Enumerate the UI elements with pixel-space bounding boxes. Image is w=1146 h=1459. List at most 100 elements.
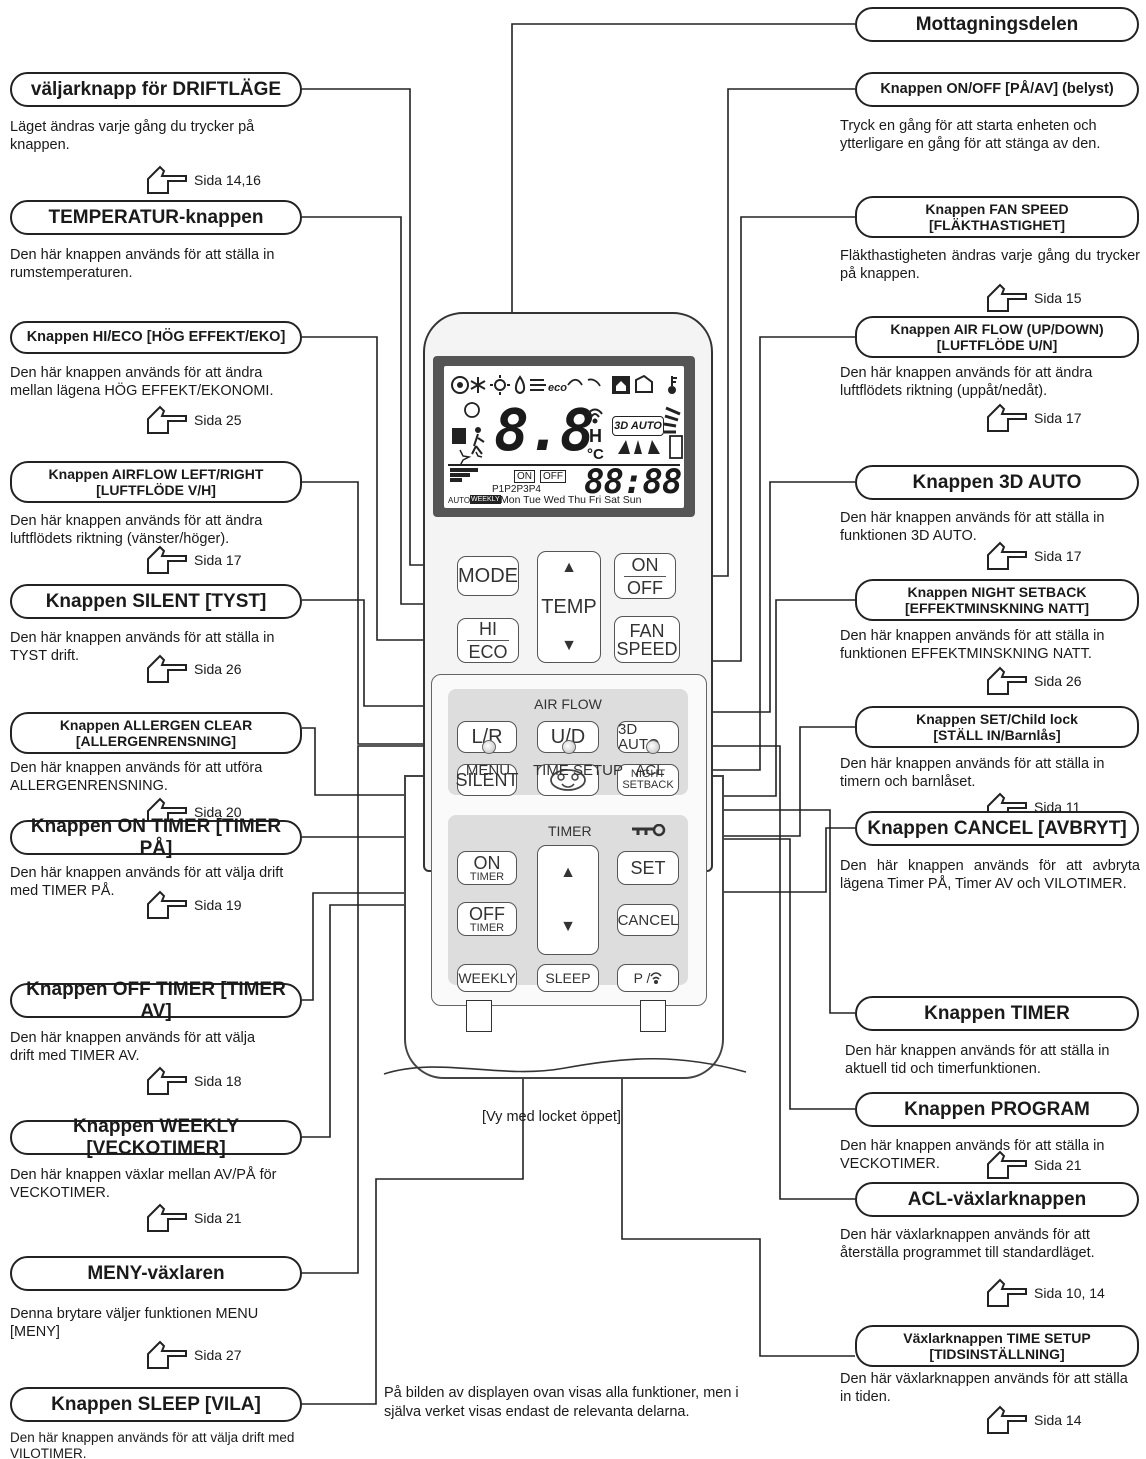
lcd-3dauto: 3D AUTO	[612, 416, 664, 436]
callout-silent-desc: Den här knappen används för att ställa i…	[10, 630, 275, 665]
callout-acl-ref: Sida 10, 14	[986, 1278, 1105, 1308]
callout-driftlage-title: väljarknapp för DRIFTLÄGE	[10, 72, 302, 107]
callout-sleep-desc: Den här knappen används för att välja dr…	[10, 1430, 295, 1459]
callout-fanspeed-ref: Sida 15	[986, 283, 1081, 313]
lcd-mode-icons: eco	[451, 374, 677, 395]
callout-timesetup-ref: Sida 14	[986, 1405, 1081, 1435]
callout-meny-title: MENY-växlaren	[10, 1256, 302, 1291]
set-button[interactable]: SET	[617, 851, 679, 885]
callout-weekly-desc: Den här knappen växlar mellan AV/PÅ för …	[10, 1167, 277, 1202]
callout-temperatur-title: TEMPERATUR-knappen	[10, 200, 302, 235]
eco-label: ECO	[468, 642, 508, 662]
airflow-label: AIR FLOW	[534, 696, 602, 712]
callout-ontimer-desc: Den här knappen används för att välja dr…	[10, 865, 284, 900]
pointing-hand-icon	[147, 1340, 187, 1369]
pointing-hand-icon	[987, 283, 1027, 312]
pointing-hand-icon	[987, 403, 1027, 432]
pointing-hand-icon	[147, 165, 187, 194]
pointing-hand-icon	[147, 654, 187, 683]
hi-label: HI	[479, 619, 497, 639]
pointing-hand-icon	[987, 1405, 1027, 1434]
callout-program-ref: Sida 21	[986, 1150, 1081, 1180]
lcd-temperature-digits: 8.8	[494, 396, 595, 464]
lid-break-line	[383, 1057, 747, 1075]
temp-button[interactable]: ▲ TEMP ▼	[537, 551, 601, 663]
pointing-hand-icon	[147, 1066, 187, 1095]
callout-meny-ref: Sida 27	[146, 1340, 241, 1370]
callout-temperatur-desc: Den här knappen används för att ställa i…	[10, 247, 275, 282]
callout-hieco-ref: Sida 25	[146, 405, 241, 435]
lcd-time: 88:88	[584, 462, 682, 502]
callout-setlock-title: Knappen SET/Child lock[STÄLL IN/Barnlås]	[855, 706, 1139, 748]
mode-button-label: MODE	[458, 565, 518, 587]
callout-onoff-title: Knappen ON/OFF [PÅ/AV] (belyst)	[855, 72, 1139, 107]
callout-acl-title: ACL-växlarknappen	[855, 1182, 1139, 1217]
callout-timer-title: Knappen TIMER	[855, 996, 1139, 1031]
pointing-hand-icon	[147, 545, 187, 574]
callout-ontimer-title: Knappen ON TIMER [TIMER PÅ]	[10, 816, 302, 859]
weekly-button[interactable]: WEEKLY	[457, 964, 517, 992]
timer-button[interactable]: ▲ ▼	[537, 845, 599, 955]
allergen-clear-button[interactable]	[537, 764, 599, 796]
callout-silent-title: Knappen SILENT [TYST]	[10, 584, 302, 619]
acl-switch[interactable]	[646, 740, 660, 754]
program-button-label: P /	[633, 970, 651, 986]
lcd-auto: AUTO	[448, 496, 471, 505]
lcd-person-icons	[452, 402, 485, 464]
callout-allergen-desc: Den här knappen används för att utföra A…	[10, 760, 263, 795]
set-button-label: SET	[630, 858, 666, 878]
callout-allergen-title: Knappen ALLERGEN CLEAR[ALLERGENRENSNING]	[10, 712, 302, 754]
signal-icon	[650, 972, 663, 984]
callout-weekly-ref: Sida 21	[146, 1203, 241, 1233]
menu-switch[interactable]	[482, 740, 496, 754]
sleep-button[interactable]: SLEEP	[537, 964, 599, 992]
callout-airflowlr-desc: Den här knappen används för att ändra lu…	[10, 513, 263, 548]
silent-button-label: SILENT	[455, 770, 519, 790]
callout-offtimer-title: Knappen OFF TIMER [TIMER AV]	[10, 979, 302, 1022]
pointing-hand-icon	[987, 666, 1027, 695]
hi-eco-button[interactable]: HI ECO	[457, 618, 519, 663]
lcd-divider	[448, 464, 680, 466]
time-setup-label: TIME SETUP	[532, 762, 623, 779]
callout-cancel-title: Knappen CANCEL [AVBRYT]	[855, 811, 1139, 846]
callout-cancel-desc: Den här knappen används för att avbryta …	[840, 858, 1140, 893]
cancel-button[interactable]: CANCEL	[617, 904, 679, 936]
time-setup-switch[interactable]	[562, 740, 576, 754]
callout-airflowlr-ref: Sida 17	[146, 545, 241, 575]
setback-label: SETBACK	[622, 779, 674, 791]
on-label: ON	[631, 554, 659, 575]
off-timer-sub: TIMER	[469, 921, 505, 934]
callout-driftlage-desc: Läget ändras varje gång du trycker på kn…	[10, 119, 255, 154]
timer-down-arrow[interactable]: ▼	[560, 918, 576, 935]
allergen-face-icon	[550, 769, 586, 791]
pointing-hand-icon	[147, 1203, 187, 1232]
program-button[interactable]: P /	[617, 964, 679, 992]
callout-onoff-desc: Tryck en gång för att starta enheten och…	[840, 118, 1101, 153]
lcd-louver-icon	[618, 440, 660, 454]
on-timer-label: ON	[473, 852, 501, 873]
lcd-signal-icon	[587, 408, 603, 424]
callout-program-desc: Den här knappen används för att ställa i…	[840, 1138, 1105, 1173]
temp-down-arrow[interactable]: ▼	[561, 637, 577, 654]
callout-driftlage-ref: Sida 14,16	[146, 165, 261, 195]
pointing-hand-icon	[987, 1150, 1027, 1179]
ud-button-label: U/D	[550, 726, 586, 748]
timer-up-arrow[interactable]: ▲	[560, 864, 576, 881]
lcd-c: °C	[587, 446, 604, 463]
callout-timesetup-desc: Den här växlarknappen används för att st…	[840, 1371, 1128, 1406]
callout-hieco-title: Knappen HI/ECO [HÖG EFFEKT/EKO]	[10, 321, 302, 354]
pointing-hand-icon	[987, 1278, 1027, 1307]
mode-button[interactable]: MODE	[457, 556, 519, 596]
lcd-on: ON	[514, 470, 535, 483]
off-label: OFF	[627, 577, 663, 598]
silent-button[interactable]: SILENT	[455, 764, 519, 796]
lid-hinge-left	[466, 1000, 492, 1032]
temp-up-arrow[interactable]: ▲	[561, 559, 577, 576]
callout-airflowlr-title: Knappen AIRFLOW LEFT/RIGHT[LUFTFLÖDE V/H…	[10, 461, 302, 503]
callout-setlock-desc: Den här knappen används för att ställa i…	[840, 756, 1105, 791]
